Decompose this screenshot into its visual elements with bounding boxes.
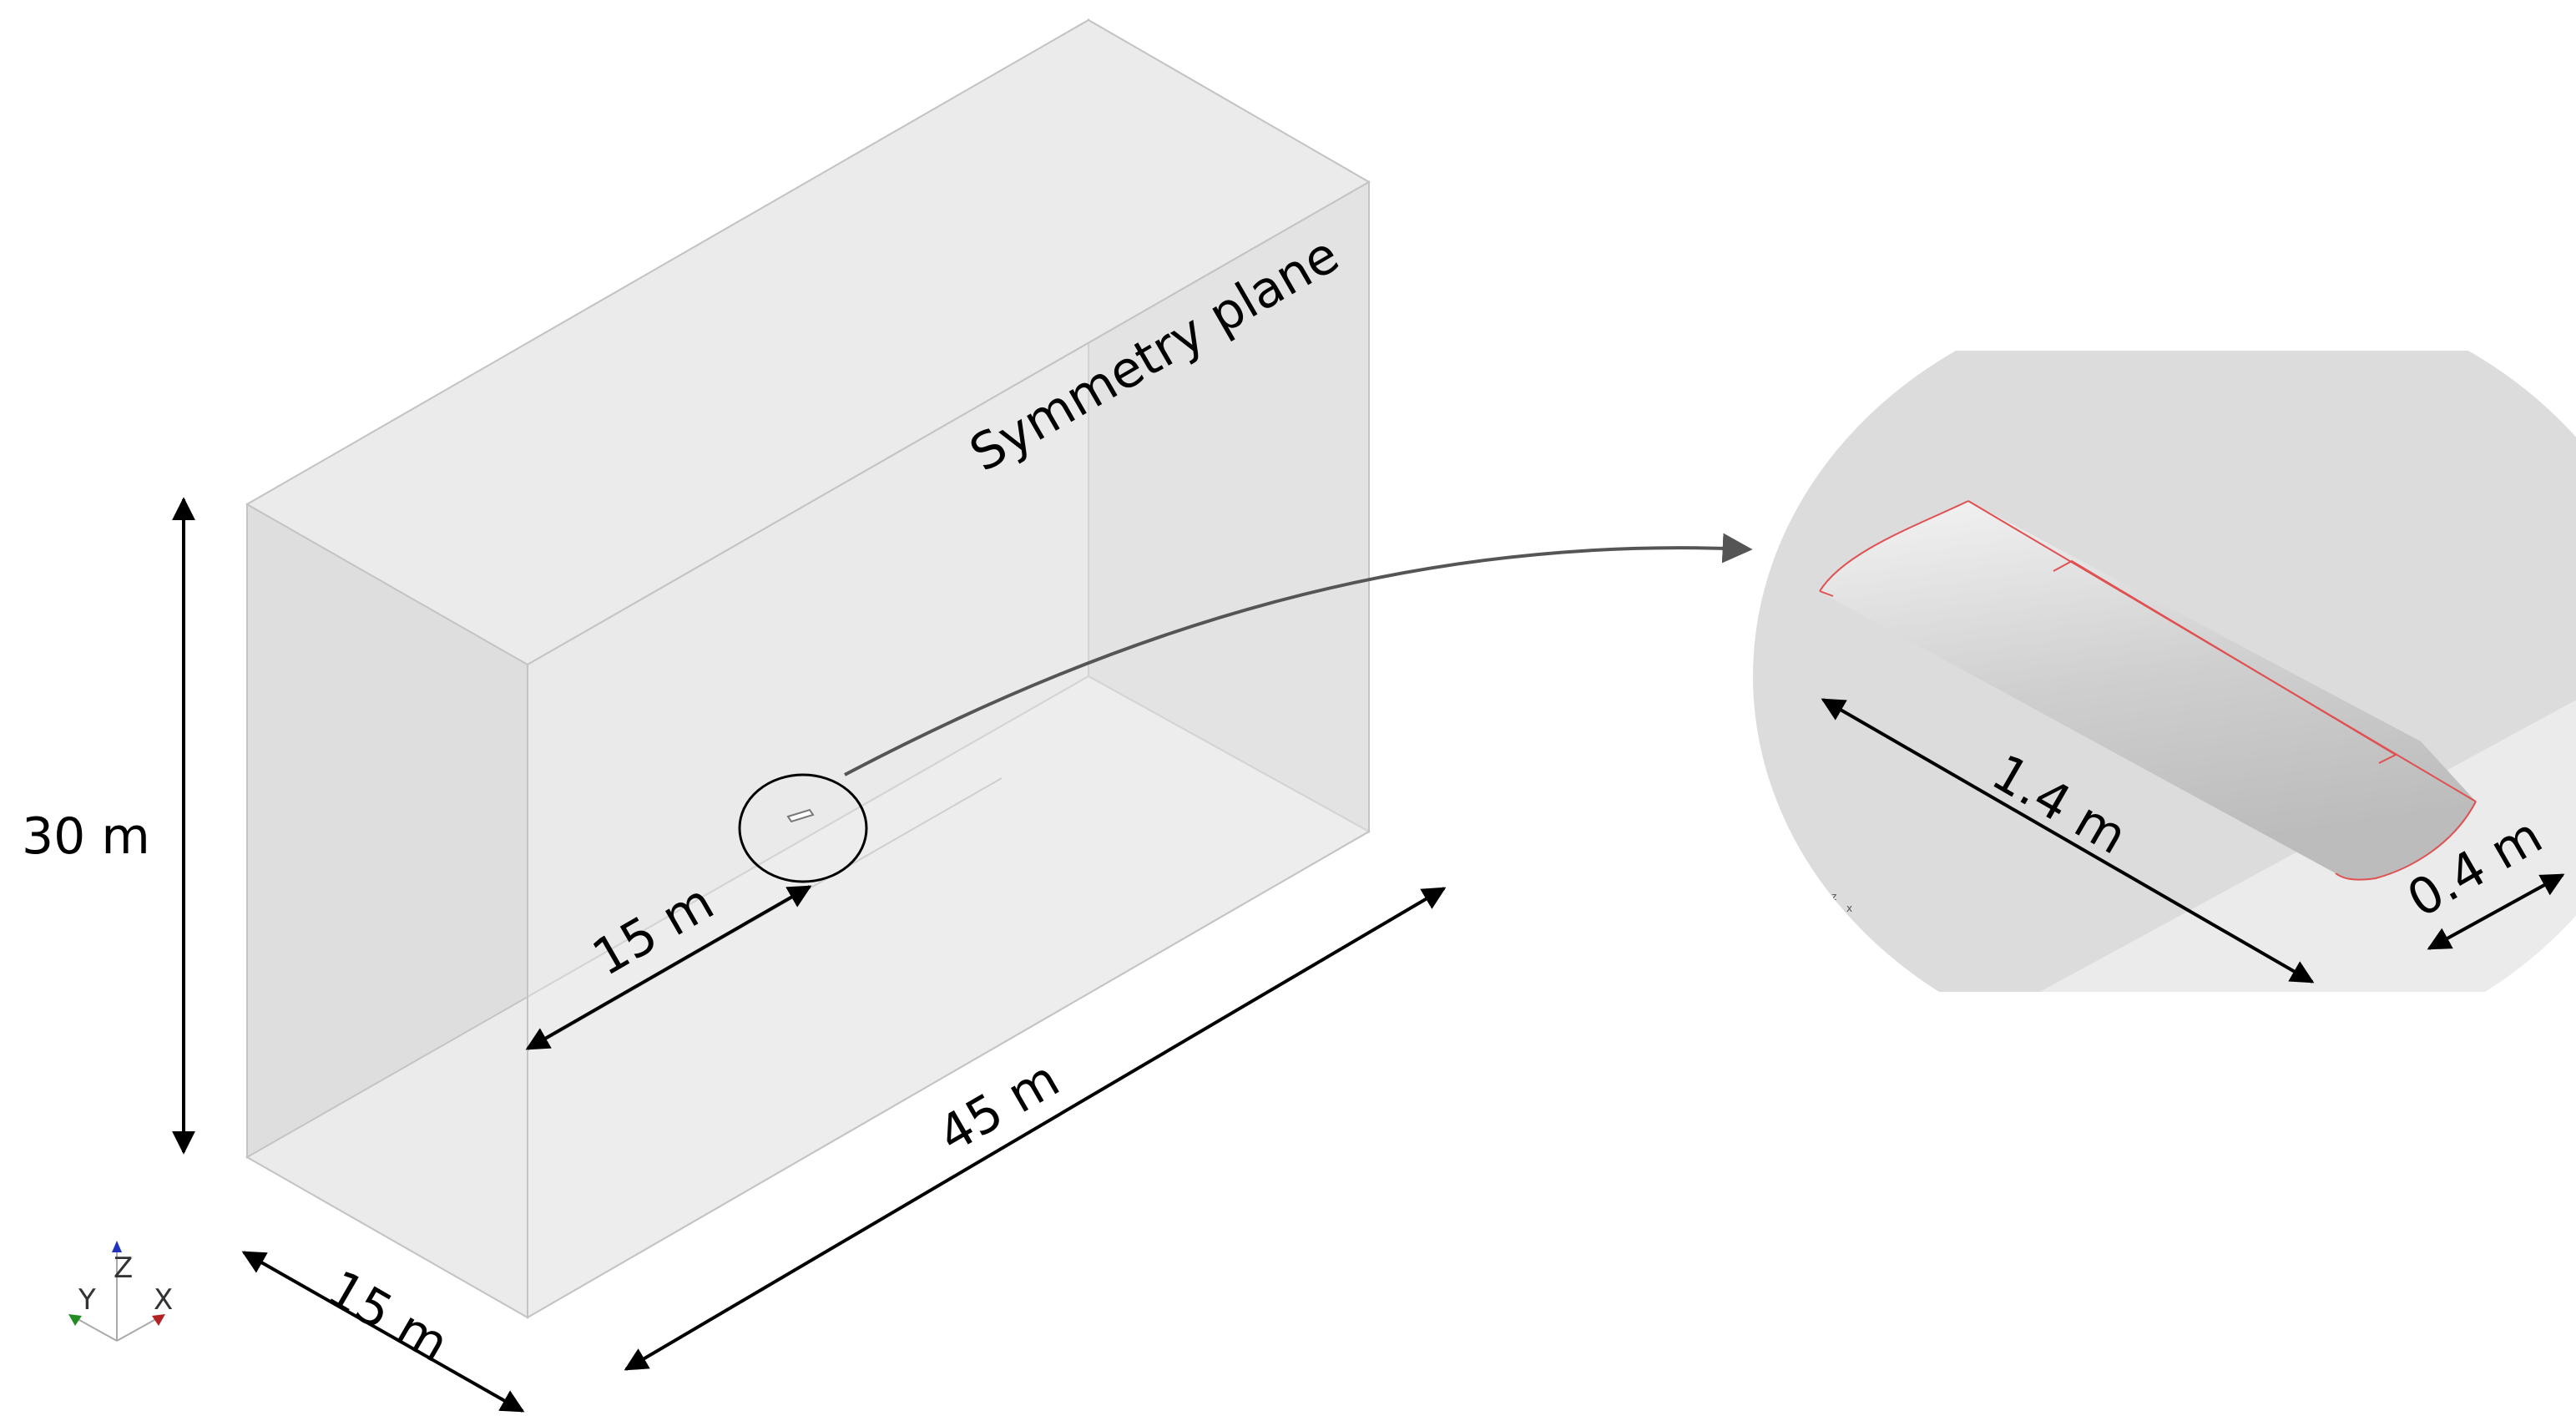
height-dimension: 30 m	[22, 497, 195, 1155]
wing-location-circle	[738, 773, 868, 883]
wing-inset: z x	[1753, 351, 2576, 992]
inset-x-label: x	[1846, 903, 1852, 914]
wing-tip-profile	[2335, 801, 2477, 881]
axis-z-label: Z	[114, 1252, 133, 1285]
inset-z-label: z	[1831, 891, 1836, 903]
domain-box	[245, 18, 1371, 1319]
height-label: 30 m	[22, 807, 150, 866]
zoom-leader-arrow	[844, 533, 1753, 776]
wing-location-marker	[738, 773, 868, 883]
axis-y-label: Y	[78, 1283, 96, 1317]
z-axis-arrow-icon	[112, 1241, 122, 1252]
front-depth-label: 15 m	[318, 1259, 458, 1374]
axis-x-label: X	[154, 1283, 173, 1317]
wing-flap-outline	[2053, 559, 2398, 764]
wing-root-profile	[1819, 500, 1969, 592]
y-axis-arrow-icon	[68, 1314, 82, 1326]
wing-small-icon	[786, 808, 815, 823]
axis-triad: Y Z X	[68, 1241, 173, 1342]
x-axis-arrow-icon	[152, 1314, 165, 1326]
wing-root-lower	[1819, 590, 1834, 597]
